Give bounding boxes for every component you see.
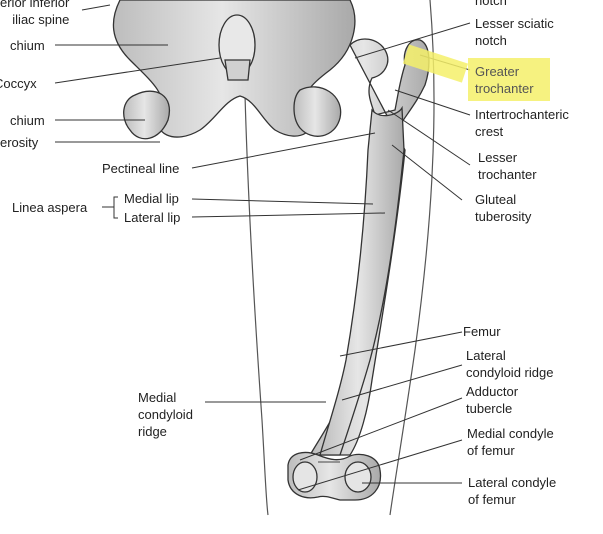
label-medial-condyloid-ridge: Medial condyloid ridge — [138, 390, 193, 439]
label-lateral-condyle: Lateral condyle of femur — [468, 475, 557, 507]
label-lateral-lip: Lateral lip — [124, 210, 181, 225]
label-notch-top: notch — [475, 0, 507, 8]
label-lesser-sciatic-notch: Lesser sciatic notch — [475, 16, 554, 48]
leg-outline — [244, 0, 435, 516]
label-coccyx: Coccyx — [0, 76, 37, 91]
label-greater-trochanter: Greater trochanter — [475, 64, 534, 96]
label-lesser-trochanter: Lesser trochanter — [478, 150, 537, 182]
label-pectineal-line: Pectineal line — [102, 161, 180, 176]
label-ischium-top: chium — [10, 38, 45, 53]
pelvis — [112, 0, 356, 140]
label-medial-lip: Medial lip — [124, 191, 179, 206]
label-linea-aspera: Linea aspera — [12, 200, 88, 215]
label-anterior-inferior-iliac-spine: erior inferior iliac spine — [0, 0, 70, 27]
label-lateral-condyloid-ridge: Lateral condyloid ridge — [466, 348, 554, 380]
label-adductor-tubercle: Adductor tubercle — [466, 384, 519, 416]
label-gluteal-tuberosity: Gluteal tuberosity — [475, 192, 532, 224]
label-femur: Femur — [463, 324, 501, 339]
label-tuberosity: erosity — [0, 135, 39, 150]
greater-trochanter-highlight — [468, 58, 550, 101]
label-intertrochanteric-crest: Intertrochanteric crest — [475, 107, 569, 139]
label-ischium-lower: chium — [10, 113, 45, 128]
label-medial-condyle: Medial condyle of femur — [467, 426, 554, 458]
